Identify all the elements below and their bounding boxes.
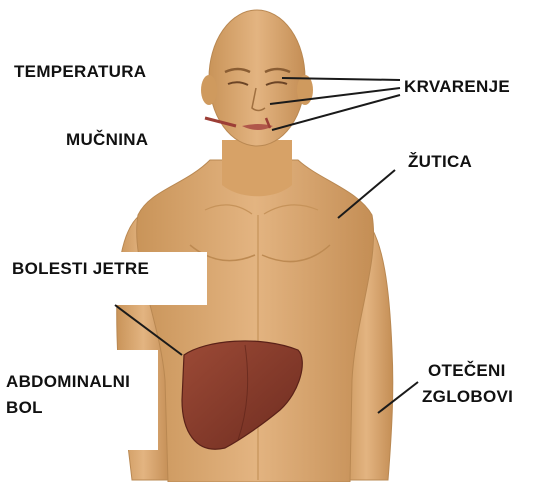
label-zutica: ŽUTICA [408,151,472,173]
label-mucnina: MUČNINA [66,129,148,151]
label-bolesti-jetre: BOLESTI JETRE [12,258,149,280]
label-abdominalni: ABDOMINALNI [6,371,130,393]
neck [222,140,292,196]
label-abdominalni-bol: BOL [6,397,43,419]
label-oteceni: OTEČENI [428,360,506,382]
label-krvarenje: KRVARENJE [404,76,510,98]
label-zglobovi: ZGLOBOVI [422,386,513,408]
label-temperatura: TEMPERATURA [14,61,146,83]
torso [137,160,374,482]
